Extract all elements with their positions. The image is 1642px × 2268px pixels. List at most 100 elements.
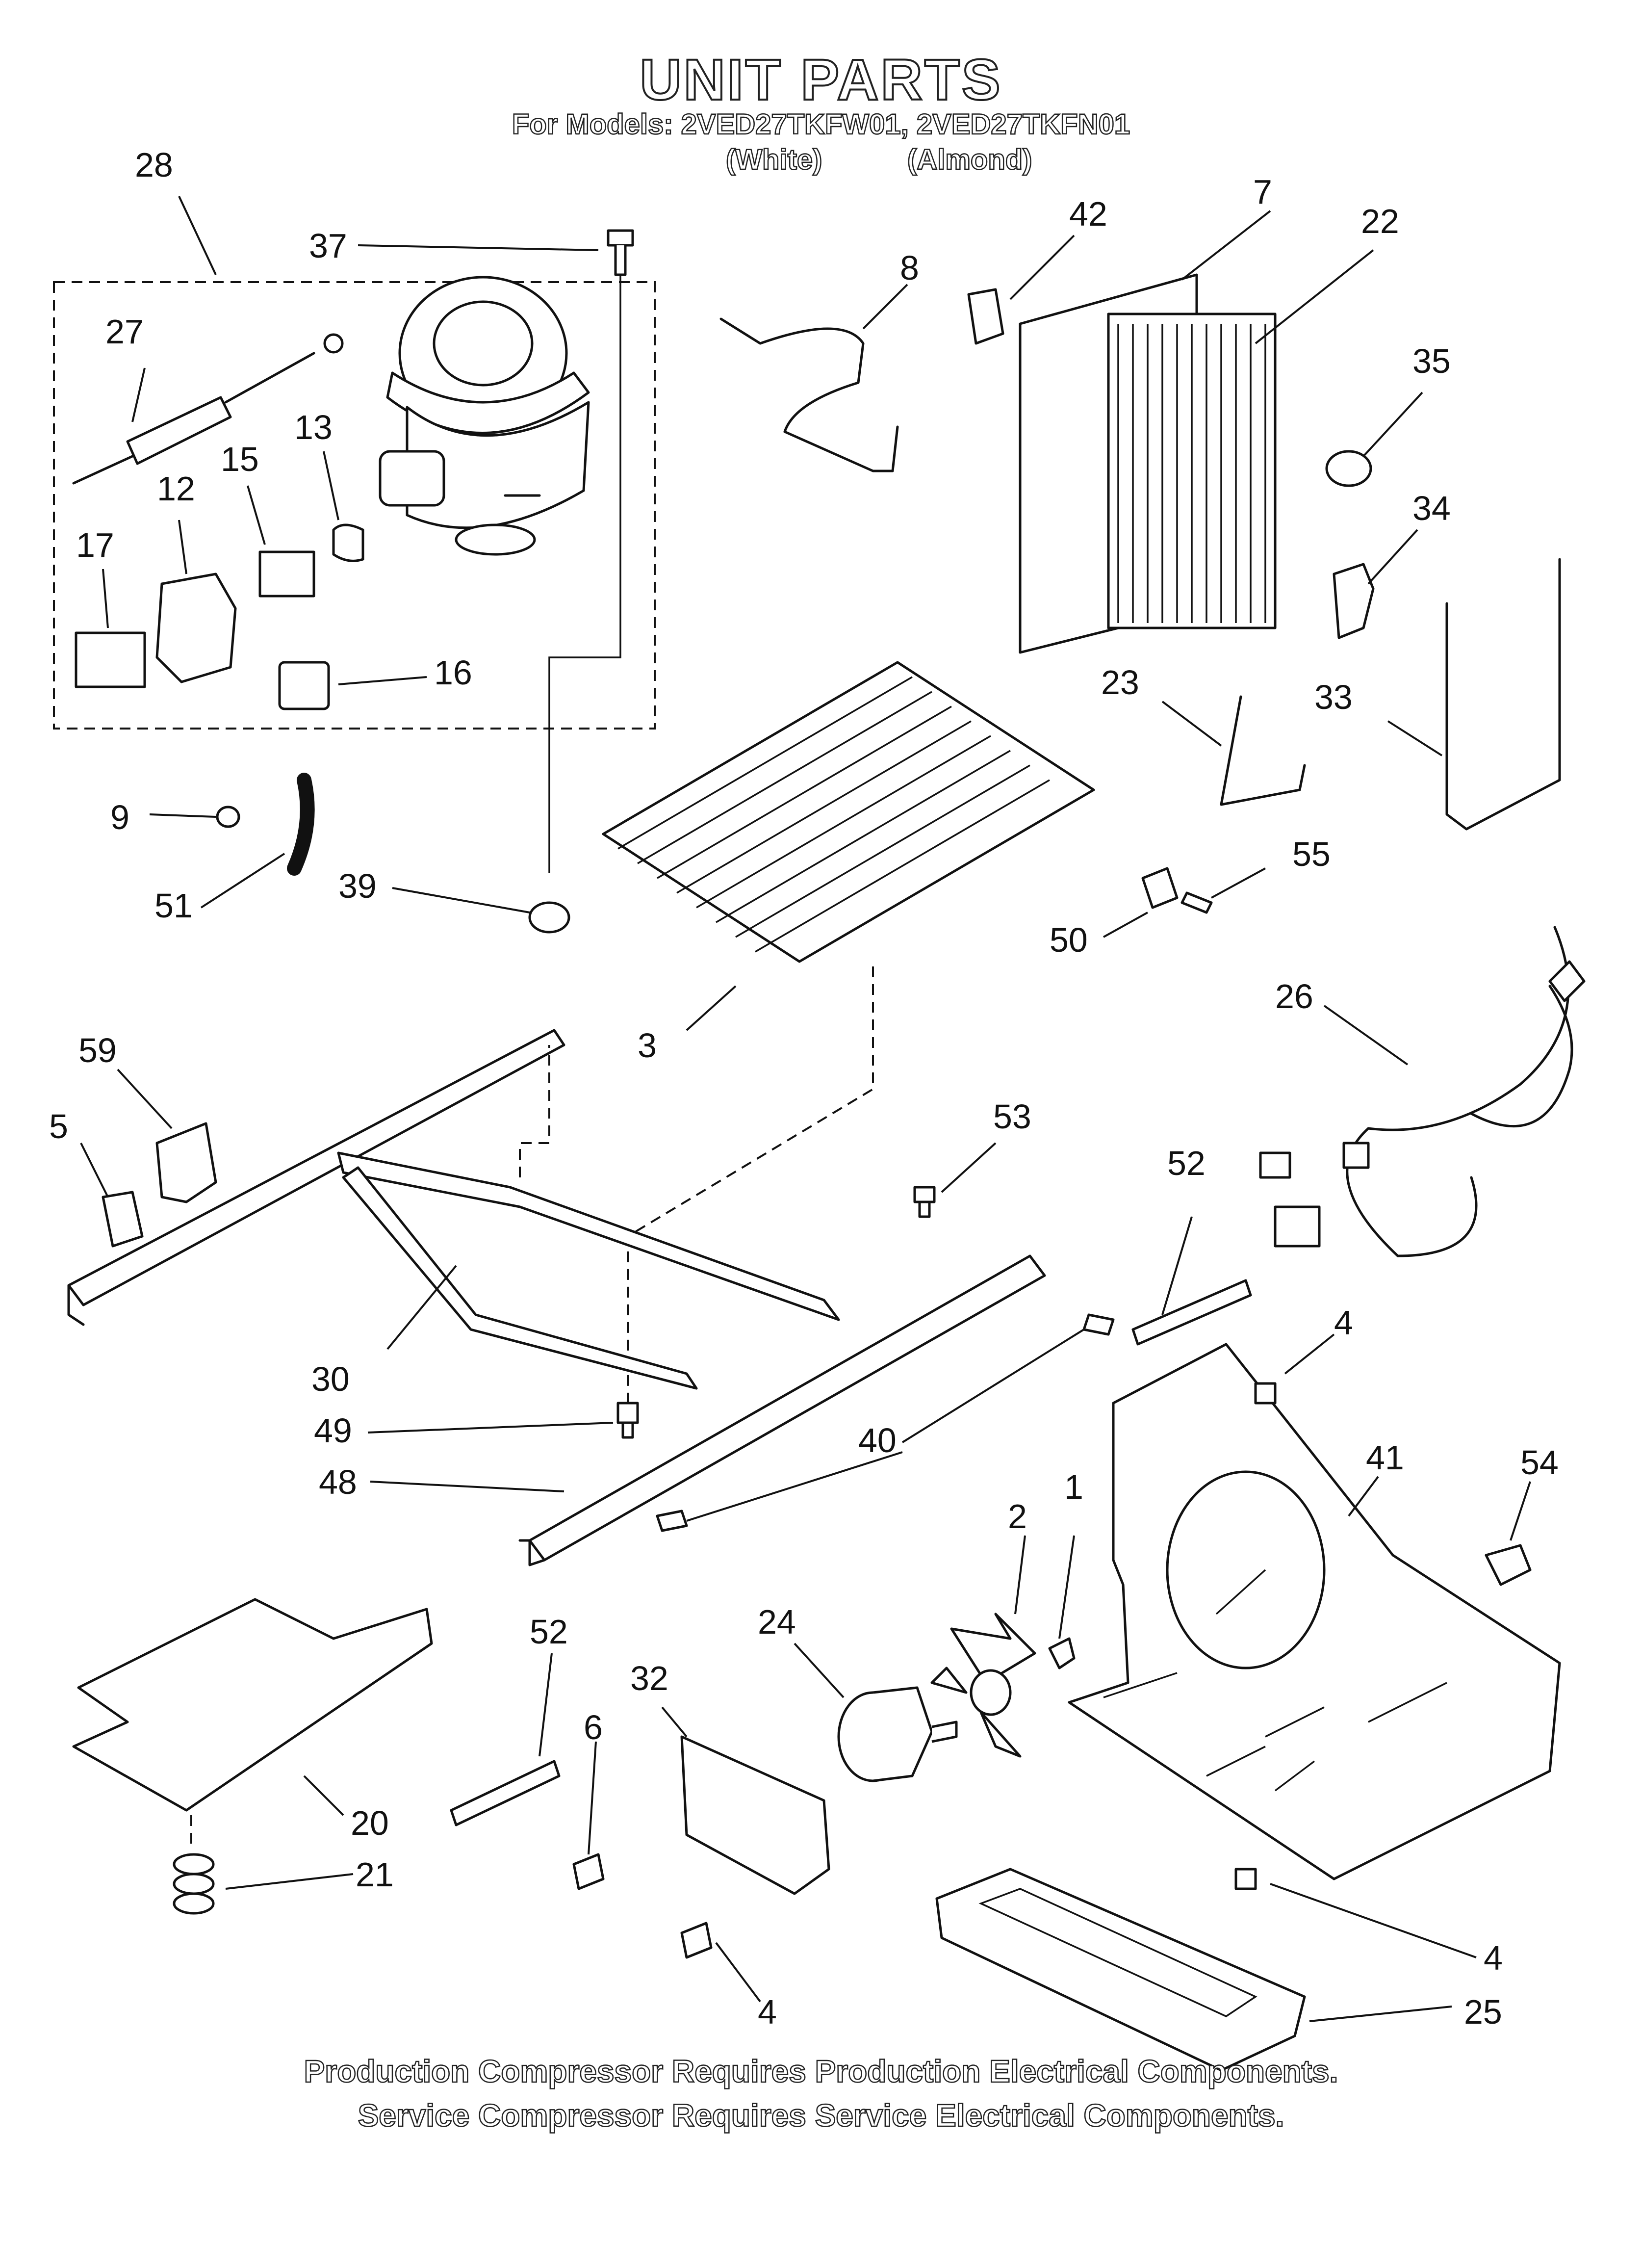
callout-9: 9 xyxy=(110,798,129,836)
callout-50: 50 xyxy=(1050,921,1088,959)
callout-59: 59 xyxy=(78,1031,117,1069)
callout-48: 48 xyxy=(319,1463,357,1501)
callout-55: 55 xyxy=(1292,835,1331,873)
callout-3: 3 xyxy=(638,1026,657,1065)
clip-5 xyxy=(102,1191,144,1248)
bracket-34 xyxy=(1333,563,1375,639)
cover-17 xyxy=(75,631,146,688)
tube-8 xyxy=(719,317,899,472)
callout-15: 15 xyxy=(221,440,259,478)
callout-7: 7 xyxy=(1253,173,1272,211)
callout-37: 37 xyxy=(309,227,347,265)
bracket-32 xyxy=(680,1735,830,1895)
tie-strap-52a xyxy=(1131,1279,1252,1346)
callout-25: 25 xyxy=(1464,1993,1502,2031)
tube-51 xyxy=(287,773,315,876)
callout-5: 5 xyxy=(49,1107,68,1146)
callout-22: 22 xyxy=(1361,202,1399,240)
callout-49: 49 xyxy=(314,1411,352,1450)
callout-labels: 28 37 27 13 15 12 17 16 8 42 7 22 35 34 … xyxy=(49,146,1559,2031)
grommet-39 xyxy=(528,901,570,934)
callout-6: 6 xyxy=(584,1708,603,1747)
thermostat-35 xyxy=(1325,450,1372,487)
callout-32: 32 xyxy=(630,1659,668,1697)
callout-26: 26 xyxy=(1275,977,1313,1016)
drain-pan-25 xyxy=(935,1868,1306,2072)
shroud-base-41 xyxy=(1068,1343,1561,1880)
callout-2: 2 xyxy=(1008,1497,1027,1536)
tube-23 xyxy=(1220,695,1306,806)
clip-1 xyxy=(1048,1637,1076,1669)
capacitor-16 xyxy=(278,661,330,710)
screw-40b xyxy=(656,1510,688,1532)
callout-34: 34 xyxy=(1412,489,1451,527)
footer-line-2: Service Compressor Requires Service Elec… xyxy=(357,2097,1284,2134)
callout-52b: 52 xyxy=(530,1613,568,1651)
callout-1: 1 xyxy=(1064,1468,1083,1506)
compressor xyxy=(379,276,590,556)
evaporator-22 xyxy=(1019,273,1277,654)
bracket-50 xyxy=(1141,867,1179,909)
page-title: UNIT PARTS xyxy=(639,47,1002,113)
callout-42: 42 xyxy=(1069,195,1107,233)
callout-40: 40 xyxy=(858,1421,897,1460)
wire-connector-54 xyxy=(1485,1544,1532,1586)
compressor-kit-box xyxy=(53,281,656,730)
screw-4-top xyxy=(1254,1382,1277,1405)
spacer-9 xyxy=(216,806,240,828)
screw-4-right xyxy=(1234,1868,1257,1890)
models-line: For Models: 2VED27TKFW01, 2VED27TKFN01 xyxy=(512,108,1131,141)
callout-4-bottom: 4 xyxy=(758,1993,777,2031)
callout-28: 28 xyxy=(135,146,173,184)
callout-4-top: 4 xyxy=(1334,1303,1353,1342)
screw-53 xyxy=(913,1186,936,1218)
fan-blade-2 xyxy=(930,1613,1036,1758)
callout-33: 33 xyxy=(1314,678,1353,716)
callout-52a: 52 xyxy=(1167,1144,1206,1182)
callout-17: 17 xyxy=(76,526,114,564)
callout-39: 39 xyxy=(338,867,377,905)
wire-harness-26 xyxy=(1259,926,1586,1257)
condenser-3 xyxy=(602,661,1095,1423)
screw-40a xyxy=(1082,1313,1115,1336)
leader-lines xyxy=(80,196,1531,2022)
callout-8: 8 xyxy=(900,249,919,287)
relay-12 xyxy=(155,573,237,683)
callout-53: 53 xyxy=(993,1097,1031,1136)
clip-59 xyxy=(155,1122,217,1203)
callout-51: 51 xyxy=(154,886,193,925)
callout-35: 35 xyxy=(1412,342,1451,380)
insulation-pad-20 xyxy=(72,1598,433,1812)
callout-24: 24 xyxy=(758,1603,796,1641)
callout-4-right: 4 xyxy=(1484,1939,1503,1977)
color-white-label: (White) xyxy=(725,143,823,177)
relay-15 xyxy=(258,550,315,598)
footer-line-1: Production Compressor Requires Productio… xyxy=(303,2053,1338,2090)
callout-30: 30 xyxy=(311,1360,350,1398)
callout-21: 21 xyxy=(356,1855,394,1894)
screw-4-bottom xyxy=(680,1922,713,1959)
callout-12: 12 xyxy=(157,469,195,508)
tube-33 xyxy=(1445,558,1561,831)
callout-23: 23 xyxy=(1101,663,1139,702)
screw-6 xyxy=(572,1853,605,1890)
callout-41: 41 xyxy=(1366,1438,1404,1477)
rail-48 xyxy=(518,1254,1046,1566)
callout-13: 13 xyxy=(294,408,333,446)
clip-42 xyxy=(967,288,1004,345)
screw-55 xyxy=(1180,891,1213,914)
spring-21 xyxy=(173,1815,215,1915)
callout-27: 27 xyxy=(105,313,144,351)
callout-16: 16 xyxy=(434,653,472,692)
filter-drier xyxy=(72,333,344,485)
overload-13 xyxy=(332,523,364,562)
color-almond-label: (Almond) xyxy=(907,143,1033,177)
frame-30 xyxy=(67,1029,840,1390)
screw-49 xyxy=(616,1402,639,1439)
callout-20: 20 xyxy=(351,1804,389,1842)
screw-37 xyxy=(548,229,634,873)
callout-54: 54 xyxy=(1520,1443,1559,1482)
fan-motor-24 xyxy=(837,1686,958,1782)
tie-strap-52b xyxy=(450,1760,561,1826)
